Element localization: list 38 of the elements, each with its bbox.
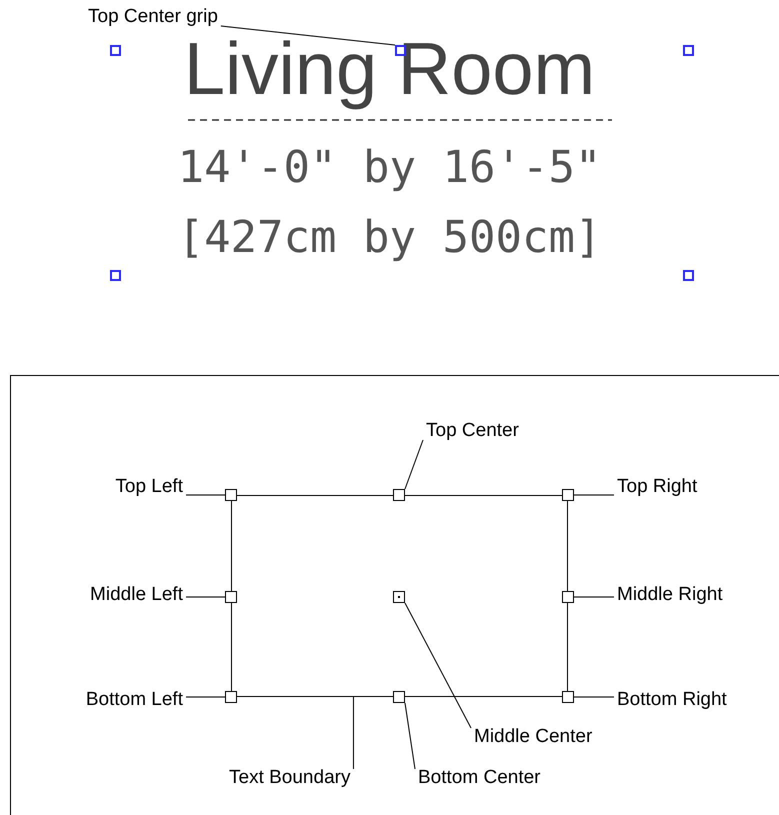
dimension-text: [427cm by 500cm]: [178, 216, 602, 260]
callout-label: Bottom Right: [617, 689, 727, 711]
callout-label: Bottom Center: [418, 767, 540, 789]
leader-line: [404, 602, 472, 728]
grip-square: [562, 489, 574, 501]
callout-label: Top Center grip: [88, 6, 218, 28]
leader-line: [352, 696, 354, 770]
grip-square: [683, 270, 694, 281]
text-boundary-rectangle: [231, 495, 568, 697]
callout-label: Top Right: [617, 476, 698, 498]
leader-line: [404, 702, 416, 770]
leader-line: [574, 596, 614, 598]
grip-square: [393, 489, 405, 501]
grip-square: [683, 45, 694, 56]
grip-square: [225, 691, 237, 703]
leader-line: [220, 26, 396, 46]
callout-label: Middle Left: [90, 584, 183, 606]
leader-line: [574, 494, 614, 496]
callout-label: Middle Right: [617, 584, 723, 606]
grip-square: [562, 691, 574, 703]
dimension-text: 14'-0" by 16'-5": [178, 146, 602, 190]
callout-label: Bottom Left: [86, 689, 183, 711]
leader-line: [574, 696, 614, 698]
grip-square: [393, 691, 405, 703]
leader-line: [404, 440, 424, 490]
callout-label: Text Boundary: [229, 767, 350, 789]
callout-label: Top Center: [426, 420, 519, 442]
leader-line: [186, 696, 226, 698]
grip-square: [225, 591, 237, 603]
grip-square: [562, 591, 574, 603]
grip-square: [393, 591, 405, 603]
leader-line: [186, 596, 226, 598]
grip-square: [110, 270, 121, 281]
grip-square: [225, 489, 237, 501]
callout-label: Middle Center: [474, 726, 592, 748]
grip-square: [110, 45, 121, 56]
leader-line: [186, 494, 226, 496]
callout-label: Top Left: [115, 476, 183, 498]
